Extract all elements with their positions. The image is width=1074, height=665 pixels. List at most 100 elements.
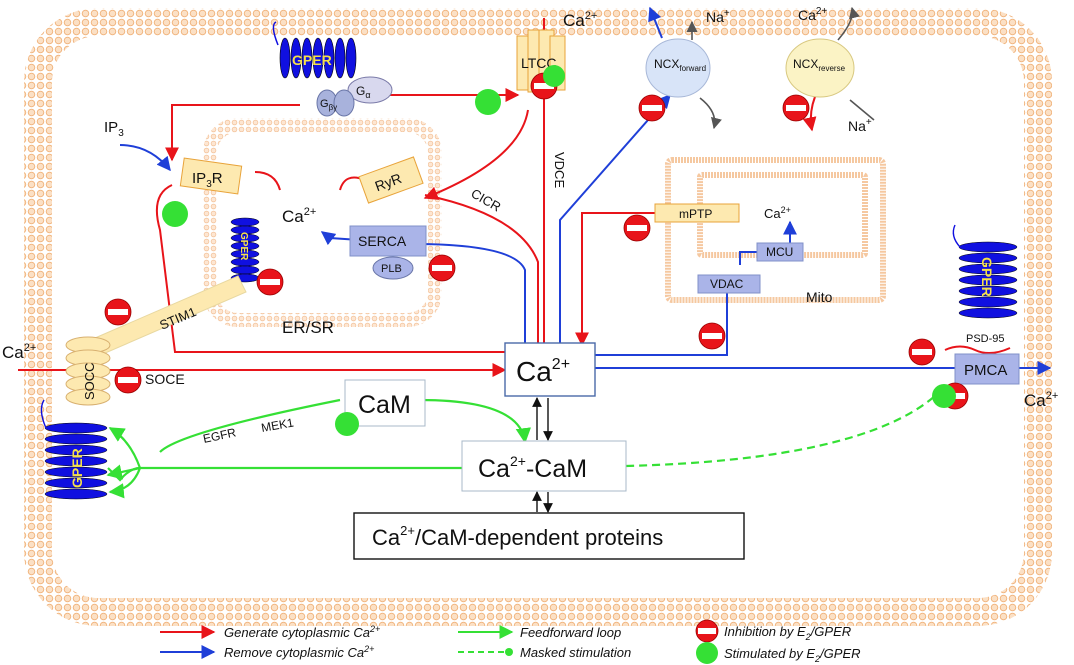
stimulated-icon-cam xyxy=(335,412,359,436)
ncx-forward: NCXforward Na+ xyxy=(645,8,730,98)
psd95-wave xyxy=(944,345,1011,354)
legend-stimulated-label: Stimulated by E xyxy=(724,646,815,661)
na-plus-label: Na xyxy=(706,9,724,25)
stimulated-icon-ip3r xyxy=(162,201,188,227)
ltcc-label: LTCC xyxy=(521,55,557,71)
gper-right-receptor: GPER xyxy=(952,224,1018,319)
svg-text:Ca2+: Ca2+ xyxy=(2,342,36,362)
inhibition-icon-ncx-forward xyxy=(638,94,666,122)
legend-remove-label: Remove cytoplasmic Ca xyxy=(224,645,364,660)
g-beta-label: G xyxy=(320,98,329,110)
legend-generate: Generate cytoplasmic Ca2+ xyxy=(160,624,380,640)
g-alpha-label: G xyxy=(356,84,365,98)
ca-right-label: Ca xyxy=(1024,391,1046,410)
svg-text:IP3R: IP3R xyxy=(192,170,223,190)
serca-pump: SERCA PLB xyxy=(349,225,427,280)
inhibition-icon-serca xyxy=(428,254,456,282)
legend-remove: Remove cytoplasmic Ca2+ xyxy=(160,644,374,660)
na-plus-2-label: Na xyxy=(848,118,866,134)
svg-text:Ca2+: Ca2+ xyxy=(798,6,827,23)
cam-box: CaM xyxy=(344,379,426,427)
socc-channel: SOCC xyxy=(65,336,111,406)
svg-text:Gβγ: Gβγ xyxy=(320,98,337,112)
mek1-label: MEK1 xyxy=(260,415,295,435)
ip3r-label: IP xyxy=(192,170,206,187)
plb-label: PLB xyxy=(381,263,402,275)
svg-text:Ca2+: Ca2+ xyxy=(282,206,316,226)
legend-inhibition-label: Inhibition by E xyxy=(724,624,806,639)
legend-feedforward-label: Feedforward loop xyxy=(520,625,621,640)
svg-text:Na+: Na+ xyxy=(848,117,872,134)
ncx-reverse: NCXreverse Ca2+ Na+ xyxy=(785,6,872,134)
ca-er-label: Ca xyxy=(282,207,304,226)
mptp-label: mPTP xyxy=(679,207,712,221)
ncx-reverse-label: NCX xyxy=(793,57,818,71)
svg-text:Ca2+: Ca2+ xyxy=(516,356,570,387)
legend-feedforward: Feedforward loop xyxy=(458,625,621,640)
inhibition-icon-er-gper xyxy=(256,268,284,296)
psd95-label: PSD-95 xyxy=(966,333,1005,345)
gper-right-label: GPER xyxy=(979,257,995,297)
svg-text:Ca2+/CaM-dependent proteins: Ca2+/CaM-dependent proteins xyxy=(372,523,663,550)
cam-label: CaM xyxy=(358,391,411,419)
mptp: mPTP xyxy=(654,203,740,223)
svg-text:Stimulated by E2/GPER: Stimulated by E2/GPER xyxy=(724,646,861,664)
feedforward-arrows xyxy=(106,395,936,499)
legend-stimulated: Stimulated by E2/GPER xyxy=(696,642,861,664)
ip3-label: IP xyxy=(104,119,118,136)
ca-mito-label: Ca xyxy=(764,206,781,221)
svg-text:IP3: IP3 xyxy=(104,119,124,139)
gper-er-receptor: GPER xyxy=(230,217,260,283)
inhibition-icon-ncx-reverse xyxy=(782,94,810,122)
inhibition-icon-psd95 xyxy=(908,338,936,366)
cam-dependent-proteins-box: Ca2+/CaM-dependent proteins xyxy=(353,512,745,560)
svg-text:Na+: Na+ xyxy=(706,8,730,25)
stimulated-icon-gbg xyxy=(475,89,501,115)
vdac-label: VDAC xyxy=(710,277,744,291)
egfr-label: EGFR xyxy=(202,425,238,446)
dep-proteins-label: Ca xyxy=(372,525,401,550)
ryr-receptor: RyR xyxy=(358,156,424,204)
gper-er-label: GPER xyxy=(238,232,249,261)
er-sr-label: ER/SR xyxy=(282,318,334,337)
svg-text:Remove cytoplasmic Ca2+: Remove cytoplasmic Ca2+ xyxy=(224,644,374,660)
svg-text:NCXforward: NCXforward xyxy=(654,57,706,73)
legend-generate-label: Generate cytoplasmic Ca xyxy=(224,625,370,640)
inhibition-icon-mptp xyxy=(623,214,651,242)
legend-inhibition: Inhibition by E2/GPER xyxy=(695,619,851,643)
central-ca-box: Ca2+ xyxy=(504,342,596,397)
legend-masked: Masked stimulation xyxy=(458,645,631,660)
svg-text:Inhibition by E2/GPER: Inhibition by E2/GPER xyxy=(724,624,851,642)
pmca-label: PMCA xyxy=(964,362,1007,379)
mito-label: Mito xyxy=(806,289,833,305)
stimulation-markers xyxy=(162,65,956,436)
legend-masked-label: Masked stimulation xyxy=(520,645,631,660)
legend: Generate cytoplasmic Ca2+ Remove cytopla… xyxy=(160,619,861,664)
inhibition-icon-stim1 xyxy=(104,298,132,326)
svg-text:NCXreverse: NCXreverse xyxy=(793,57,846,73)
ca-ncx-reverse-label: Ca xyxy=(798,7,816,23)
svg-text:Generate cytoplasmic Ca2+: Generate cytoplasmic Ca2+ xyxy=(224,624,380,640)
vdac: VDAC xyxy=(697,274,761,294)
vdce-label: VDCE xyxy=(552,152,567,188)
svg-text:Ca2+: Ca2+ xyxy=(764,205,791,221)
ip3r-receptor: IP3R xyxy=(179,157,243,195)
socc-label: SOCC xyxy=(82,362,97,400)
mcu: MCU xyxy=(756,242,804,262)
ca-top-label: Ca xyxy=(563,11,585,30)
gper-top-receptor: GPER Gα Gβγ xyxy=(272,21,393,117)
inhibition-icon-vdac xyxy=(698,322,726,350)
serca-label: SERCA xyxy=(358,233,407,249)
gper-left-label: GPER xyxy=(69,448,85,488)
pmca-pump: PMCA xyxy=(954,353,1020,385)
gper-left-receptor: GPER xyxy=(40,399,108,500)
mcu-label: MCU xyxy=(766,245,793,259)
ca-center-label: Ca xyxy=(516,356,552,387)
ca-cam-box: Ca2+-CaM xyxy=(461,440,627,492)
black-arrows xyxy=(532,397,553,513)
gper-top-label: GPER xyxy=(292,52,332,68)
soce-label: SOCE xyxy=(145,371,185,387)
svg-text:Ca2+-CaM: Ca2+-CaM xyxy=(478,453,587,483)
ncx-forward-label: NCX xyxy=(654,57,679,71)
